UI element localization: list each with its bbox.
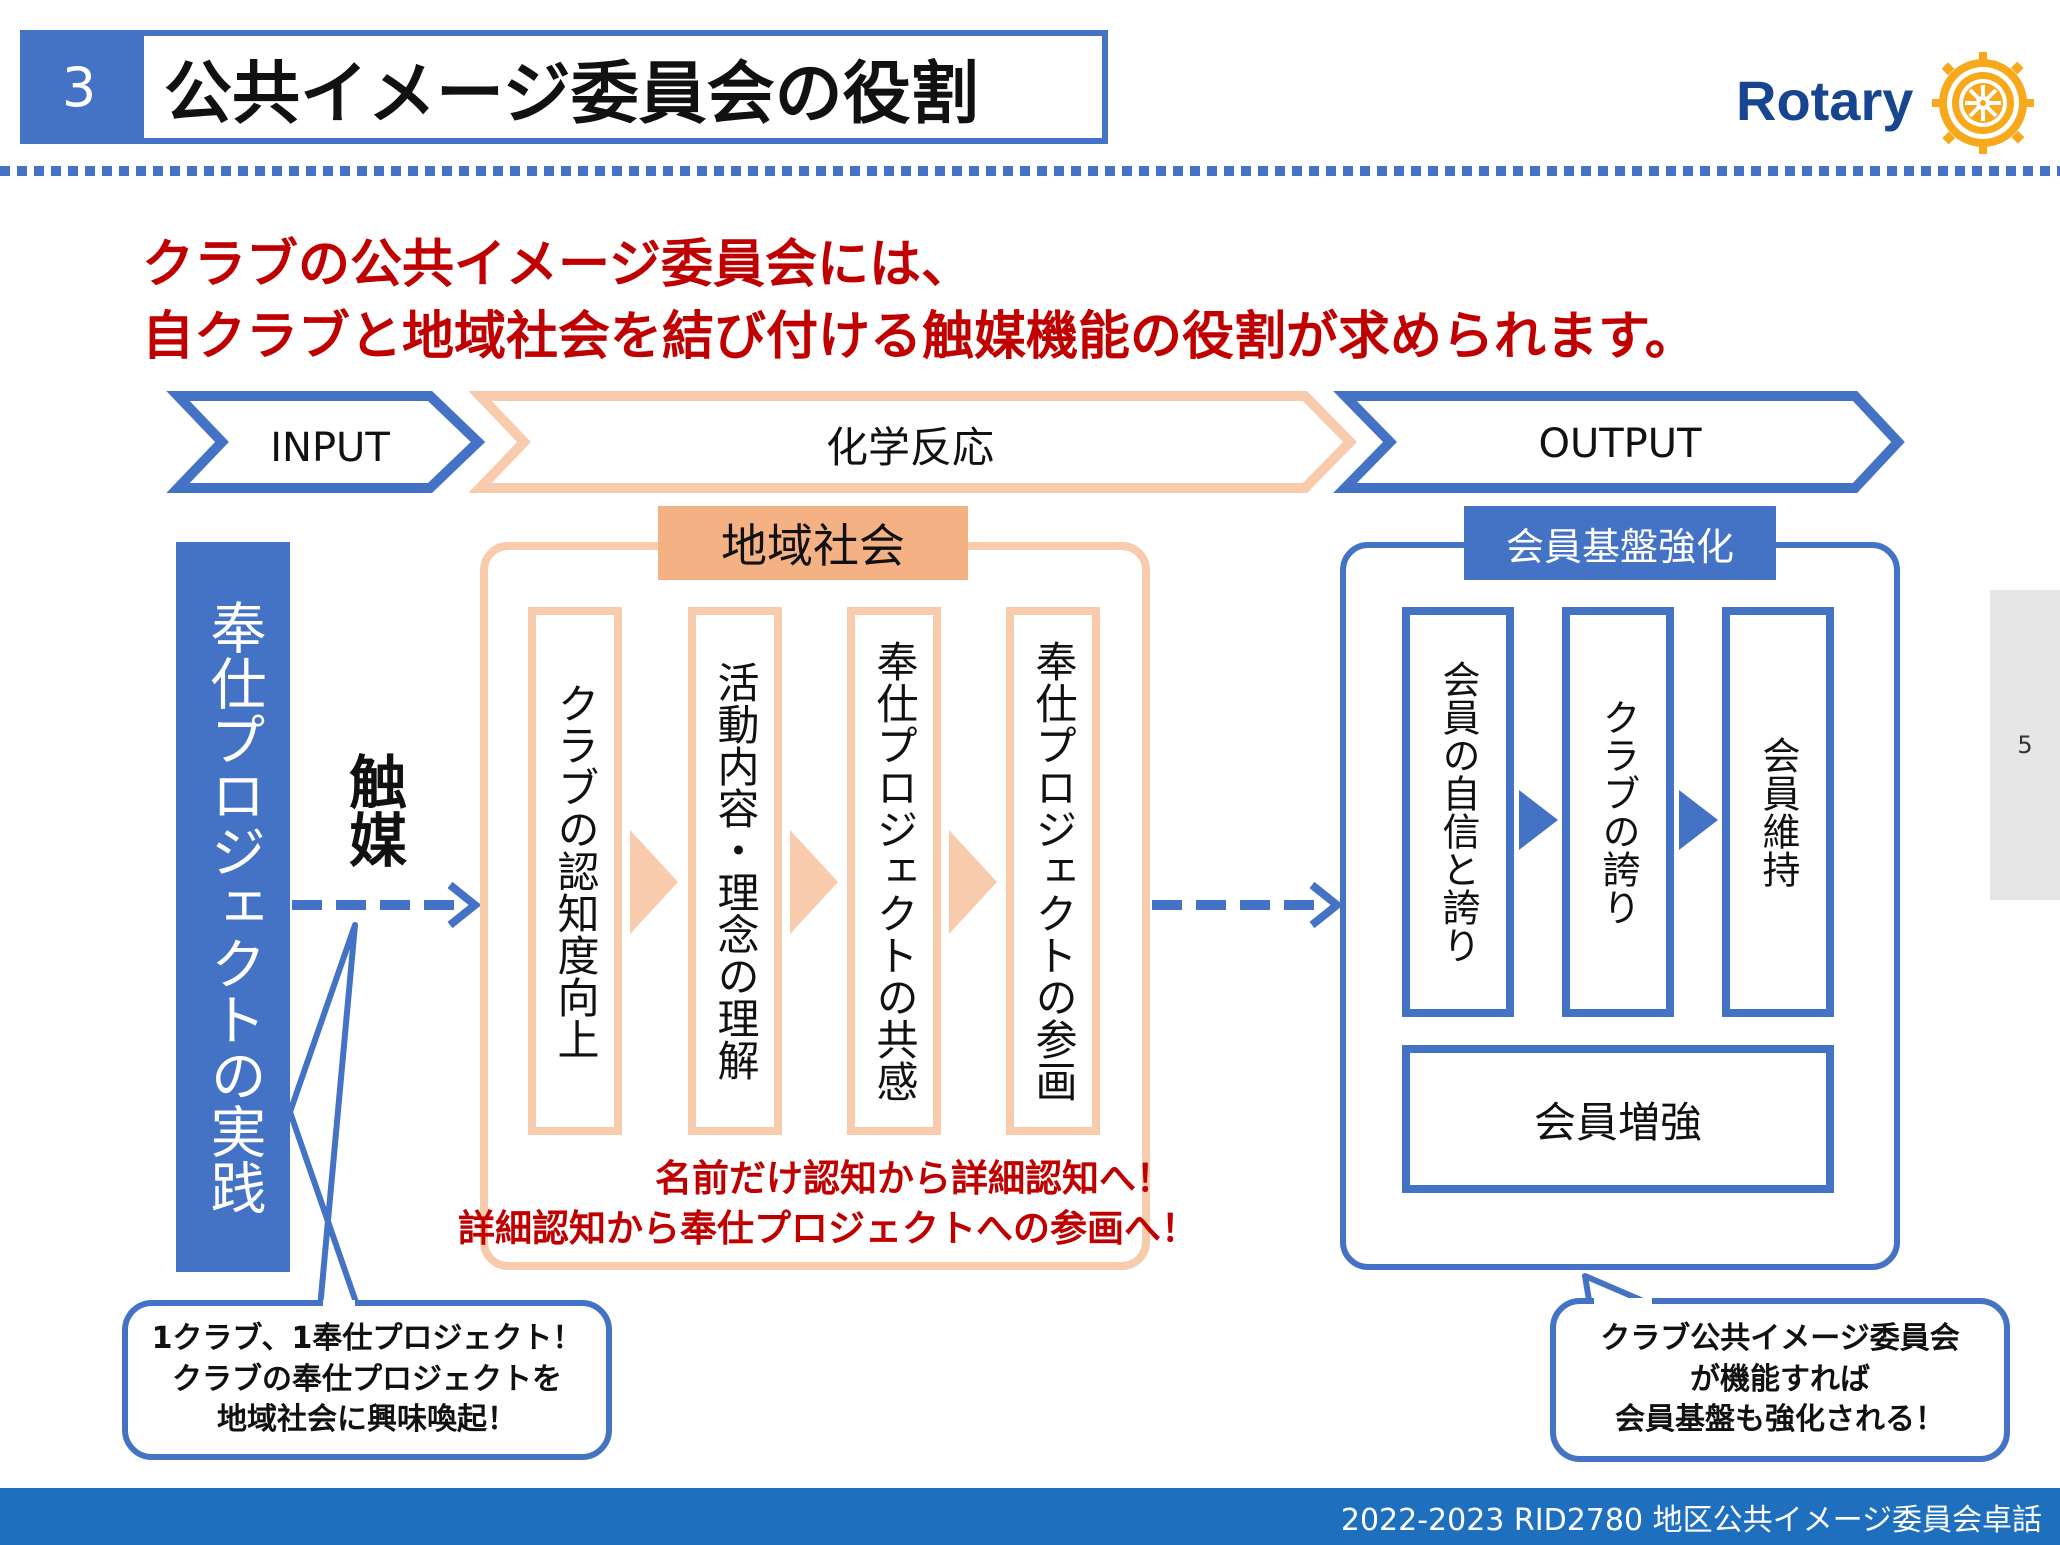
flow-chevrons bbox=[166, 391, 1905, 493]
catalyst-label: 触媒 bbox=[339, 752, 407, 868]
headline-line-2: 自クラブと地域社会を結び付ける触媒機能の役割が求められます。 bbox=[142, 307, 1697, 367]
input-label: INPUT bbox=[270, 425, 390, 471]
membership-step-2: クラブの誇り bbox=[1562, 607, 1674, 1017]
rotary-logo: Rotary bbox=[1736, 44, 2046, 154]
rotary-logo-text: Rotary bbox=[1736, 69, 1914, 132]
input-arrowhead bbox=[447, 881, 482, 929]
membership-step-3: 会員維持 bbox=[1722, 607, 1834, 1017]
community-note-1: 名前だけ認知から詳細認知へ！ bbox=[655, 1157, 1173, 1200]
output-arrowhead bbox=[1309, 881, 1344, 929]
reaction-chevron bbox=[468, 391, 1357, 493]
step-arrow-2 bbox=[790, 830, 838, 934]
membership-step-1: 会員の自信と誇り bbox=[1402, 607, 1514, 1017]
practice-bar: 奉仕プロジェクトの実践 bbox=[176, 542, 290, 1272]
community-note-2: 詳細認知から奉仕プロジェクトへの参画へ！ bbox=[458, 1207, 1198, 1250]
header-separator bbox=[0, 166, 2060, 176]
footer-text: 2022-2023 RID2780 地区公共イメージ委員会卓話 bbox=[1340, 1502, 2042, 1538]
input-chevron bbox=[166, 391, 486, 493]
member-arrow-1 bbox=[1519, 790, 1558, 850]
right-callout-tail-join bbox=[1594, 1298, 1652, 1306]
step-arrow-3 bbox=[949, 830, 997, 934]
membership-growth: 会員増強 bbox=[1402, 1045, 1834, 1193]
slide-number: 3 bbox=[61, 55, 97, 119]
practice-text: 奉仕プロジェクトの実践 bbox=[201, 599, 266, 1215]
community-step-3: 奉仕プロジェクトの共感 bbox=[847, 607, 941, 1135]
membership-title: 会員基盤強化 bbox=[1464, 506, 1776, 580]
member-arrow-2 bbox=[1679, 790, 1718, 850]
step-arrow-1 bbox=[630, 830, 678, 934]
output-chevron bbox=[1333, 391, 1905, 493]
left-callout: 1クラブ、1奉仕プロジェクト！ クラブの奉仕プロジェクトを 地域社会に興味喚起！ bbox=[122, 1300, 612, 1460]
page-title-box: 公共イメージ委員会の役割 bbox=[138, 30, 1108, 144]
headline-line-1: クラブの公共イメージ委員会には、 bbox=[142, 235, 973, 295]
footer-bar: 2022-2023 RID2780 地区公共イメージ委員会卓話 bbox=[0, 1488, 2060, 1545]
page-title: 公共イメージ委員会の役割 bbox=[164, 54, 979, 134]
community-title: 地域社会 bbox=[658, 506, 968, 580]
right-callout: クラブ公共イメージ委員会 が機能すれば 会員基盤も強化される！ bbox=[1550, 1298, 2010, 1462]
community-step-4: 奉仕プロジェクトの参画 bbox=[1006, 607, 1100, 1135]
side-page-tab: 5 bbox=[1990, 590, 2060, 900]
community-step-1: クラブの認知度向上 bbox=[528, 607, 622, 1135]
left-callout-tail-join bbox=[323, 1300, 355, 1308]
rotary-wheel-icon bbox=[1932, 52, 2034, 154]
reaction-label: 化学反応 bbox=[825, 422, 994, 472]
slide-number-box: 3 bbox=[20, 30, 138, 144]
community-step-2: 活動内容・理念の理解 bbox=[688, 607, 782, 1135]
output-label: OUTPUT bbox=[1538, 421, 1702, 467]
membership-box bbox=[1340, 542, 1900, 1270]
